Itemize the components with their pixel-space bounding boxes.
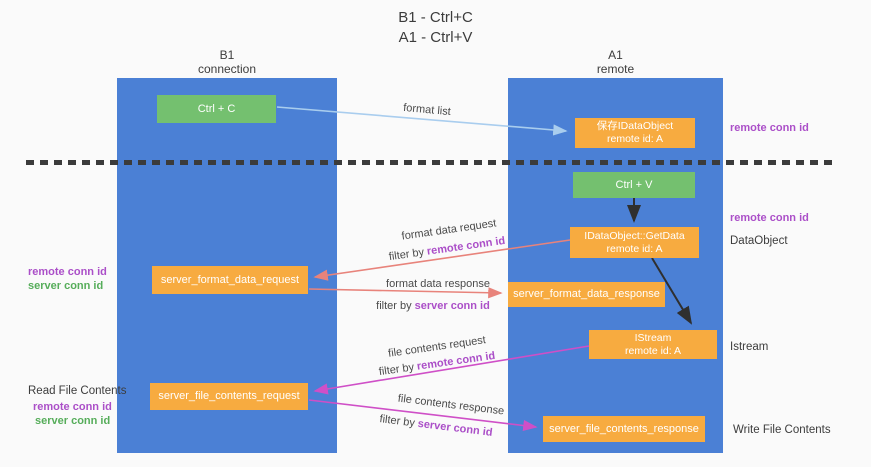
node-ctrl-c-label: Ctrl + C	[197, 102, 236, 115]
node-server-file-contents-request: server_file_contents_request	[150, 383, 308, 410]
node-idataobject-getdata: IDataObject::GetData remote id: A	[570, 227, 699, 258]
node-getdata-line2: remote id: A	[606, 242, 663, 255]
node-file-response-label: server_file_contents_response	[549, 422, 699, 435]
node-istream-line2: remote id: A	[624, 344, 682, 357]
left-label-remote-conn-id: remote conn id	[28, 266, 107, 278]
node-istream: IStream remote id: A	[589, 330, 717, 359]
left-label-remote-conn-id-2: remote conn id	[33, 401, 112, 413]
node-save-idataobject-line2: remote id: A	[606, 133, 664, 145]
edge-label-format-data-response: format data response	[386, 278, 490, 290]
right-label-remote-conn-id-top: remote conn id	[730, 122, 809, 134]
lane-header-b1: B1 connection	[117, 48, 337, 76]
node-format-response-label: server_format_data_response	[513, 288, 660, 300]
node-save-idataobject-line1: 保存IDataObject	[596, 120, 674, 132]
node-server-format-data-request: server_format_data_request	[152, 266, 308, 294]
node-getdata-line1: IDataObject::GetData	[584, 229, 685, 242]
edge-label-file-contents-response: file contents response	[397, 392, 505, 418]
left-label-read-file-contents: Read File Contents	[28, 385, 127, 397]
node-save-idataobject: 保存IDataObject remote id: A	[575, 118, 695, 148]
lane-a1-role: remote	[596, 62, 635, 76]
node-istream-line1: IStream	[634, 331, 672, 344]
node-server-file-contents-response: server_file_contents_response	[543, 416, 705, 442]
lane-a1-name: A1	[608, 48, 623, 62]
left-label-server-conn-id: server conn id	[28, 280, 104, 292]
node-server-format-data-response: server_format_data_response	[508, 282, 665, 307]
node-format-request-label: server_format_data_request	[160, 273, 300, 286]
left-label-server-conn-id-2: server conn id	[35, 415, 111, 427]
title-line2: A1 - Ctrl+V	[398, 29, 473, 46]
right-label-istream: Istream	[730, 341, 769, 353]
lane-b1-name: B1	[219, 48, 235, 62]
edge-label-format-list: format list	[402, 101, 452, 119]
node-ctrl-c: Ctrl + C	[157, 95, 276, 123]
right-label-dataobject: DataObject	[730, 235, 788, 247]
title-line1: B1 - Ctrl+C	[398, 9, 473, 26]
right-label-write-file-contents: Write File Contents	[733, 424, 831, 436]
lane-header-a1: A1 remote	[508, 48, 723, 76]
lane-b1-role: connection	[197, 62, 257, 76]
session-divider	[26, 160, 833, 165]
node-file-request-label: server_file_contents_request	[158, 390, 300, 402]
node-ctrl-v-label: Ctrl + V	[615, 178, 653, 191]
node-ctrl-v: Ctrl + V	[573, 172, 695, 198]
diagram-title: B1 - Ctrl+C A1 - Ctrl+V	[0, 8, 871, 48]
right-label-remote-conn-id-mid: remote conn id	[730, 212, 809, 224]
